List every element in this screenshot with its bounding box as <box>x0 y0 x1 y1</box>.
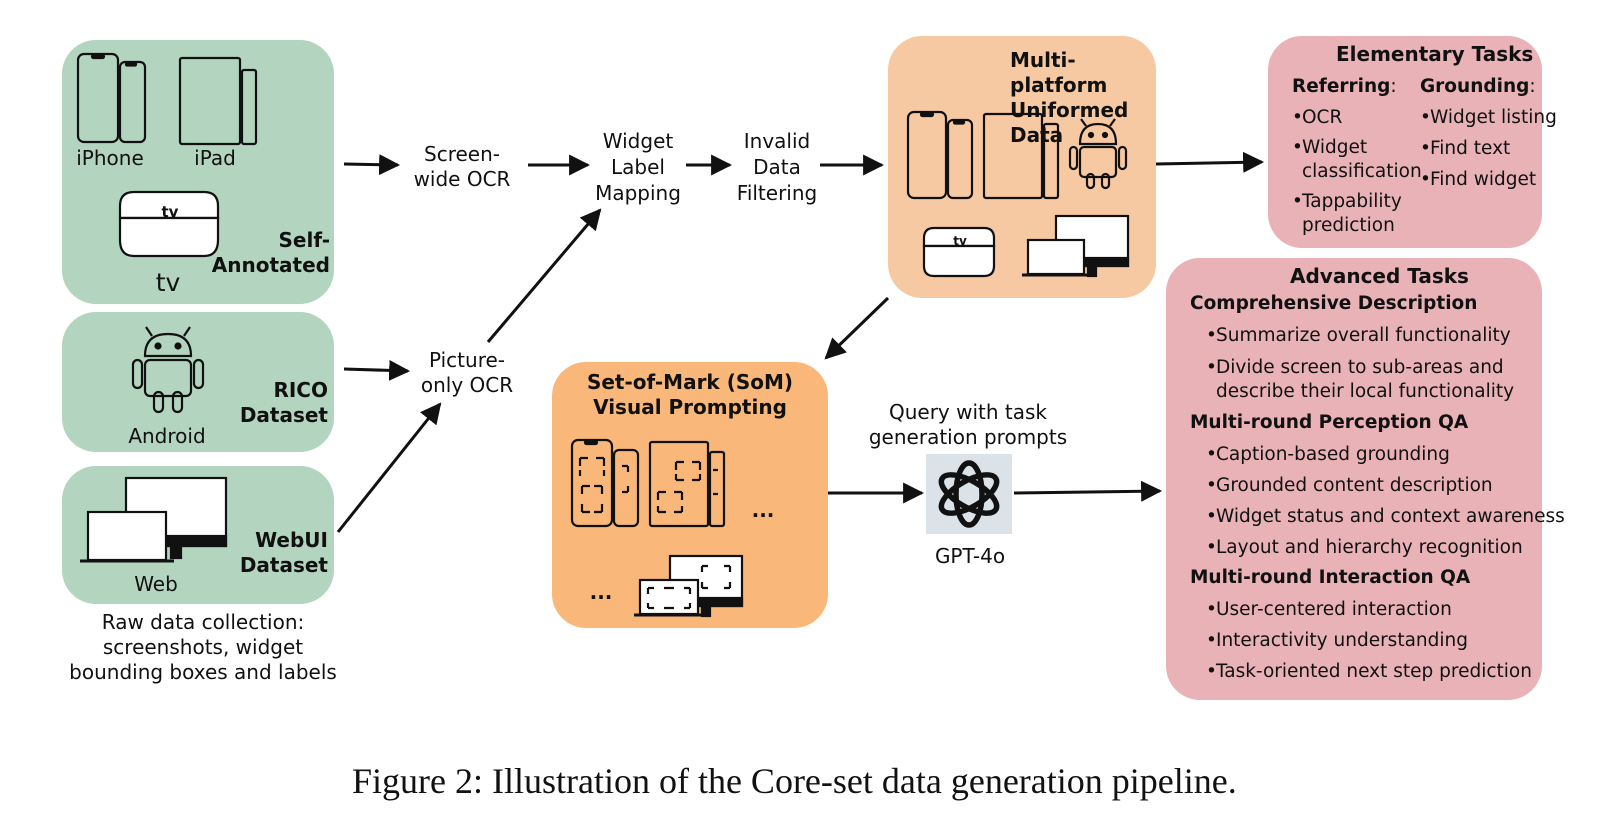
uniformed-tv-logo-text: tv <box>953 234 967 248</box>
raw-data-caption: Raw data collection: screenshots, widget… <box>69 610 337 684</box>
advanced-tasks-title: Advanced Tasks <box>1290 264 1469 288</box>
list-item: •OCR <box>1292 107 1343 128</box>
ipad-icon <box>178 56 258 146</box>
comprehensive-description-heading: Comprehensive Description <box>1190 293 1478 314</box>
grounding-heading: Grounding: <box>1420 76 1536 97</box>
list-item: •Task-oriented next step prediction <box>1206 661 1532 682</box>
list-item: •User-centered interaction <box>1206 599 1452 620</box>
screen-wide-ocr-label: Screen- wide OCR <box>413 142 511 191</box>
list-item: •Layout and hierarchy recognition <box>1206 537 1523 558</box>
gpt-4o-label: GPT-4o <box>934 544 1006 568</box>
picture-only-ocr-label: Picture- only OCR <box>420 348 514 397</box>
list-item: •Widget listing <box>1420 107 1557 128</box>
query-label: Query with task generation prompts <box>868 400 1068 449</box>
webui-label: WebUI Dataset <box>239 528 328 577</box>
elementary-tasks-title: Elementary Tasks <box>1336 42 1534 66</box>
uniformed-data-title: Multi-platform Uniformed Data <box>1010 48 1129 147</box>
referring-colon: : <box>1390 76 1397 97</box>
invalid-data-filtering-label: Invalid Data Filtering <box>736 129 818 205</box>
apple-tv-label: tv <box>155 268 181 297</box>
list-item: •Find widget <box>1420 169 1537 190</box>
uniformed-phone-icon <box>906 110 974 200</box>
self-annotated-label: Self- Annotated <box>211 228 330 277</box>
som-web-icon <box>634 554 744 618</box>
apple-tv-icon <box>118 190 220 258</box>
advanced-tasks-panel <box>1166 258 1542 700</box>
list-item: •Interactivity understanding <box>1206 630 1468 651</box>
uniformed-tablet-icon <box>982 112 1060 200</box>
referring-heading-text: Referring <box>1292 76 1391 97</box>
rico-label: RICO Dataset <box>239 378 328 427</box>
uniformed-web-icon <box>1022 214 1130 278</box>
list-item: •Summarize overall functionality <box>1206 325 1511 346</box>
perception-qa-heading: Multi-round Perception QA <box>1190 412 1469 433</box>
list-item: •Widget classification <box>1292 137 1422 182</box>
gpt-logo-icon <box>926 454 1012 534</box>
list-item: •Widget status and context awareness <box>1206 506 1565 527</box>
referring-heading: Referring: <box>1292 76 1397 97</box>
self-annotated-panel <box>62 40 334 304</box>
flow-arrows <box>336 151 1265 533</box>
som-ellipsis-1: ... <box>751 498 775 522</box>
widget-label-mapping-label: Widget Label Mapping <box>595 129 681 205</box>
som-phone-icon <box>570 438 640 528</box>
iphone-label: iPhone <box>76 146 144 170</box>
interaction-qa-heading: Multi-round Interaction QA <box>1190 567 1471 588</box>
uniformed-android-icon <box>1068 118 1128 190</box>
ipad-label: iPad <box>194 146 236 170</box>
som-ellipsis-2: ... <box>589 580 613 604</box>
iphone-icon <box>76 52 147 144</box>
android-icon <box>131 326 205 414</box>
uniformed-tv-icon <box>922 226 996 278</box>
web-label: Web <box>134 572 178 596</box>
list-item: •Find text <box>1420 138 1511 159</box>
grounding-heading-text: Grounding <box>1420 76 1530 97</box>
rico-panel <box>62 312 334 452</box>
grounding-colon: : <box>1529 76 1536 97</box>
elementary-tasks-panel <box>1268 36 1542 248</box>
list-item: •Caption-based grounding <box>1206 444 1450 465</box>
list-item: •Grounded content description <box>1206 475 1493 496</box>
list-item: •Tappability prediction <box>1292 191 1402 236</box>
android-label: Android <box>128 424 206 448</box>
list-item: •Divide screen to sub-areas and describe… <box>1206 357 1515 402</box>
apple-tv-logo-text: tv <box>161 203 179 221</box>
web-icon <box>80 476 228 563</box>
figure-caption: Figure 2: Illustration of the Core-set d… <box>352 761 1237 801</box>
som-title: Set-of-Mark (SoM) Visual Prompting <box>586 370 794 419</box>
som-tablet-icon <box>648 440 726 528</box>
